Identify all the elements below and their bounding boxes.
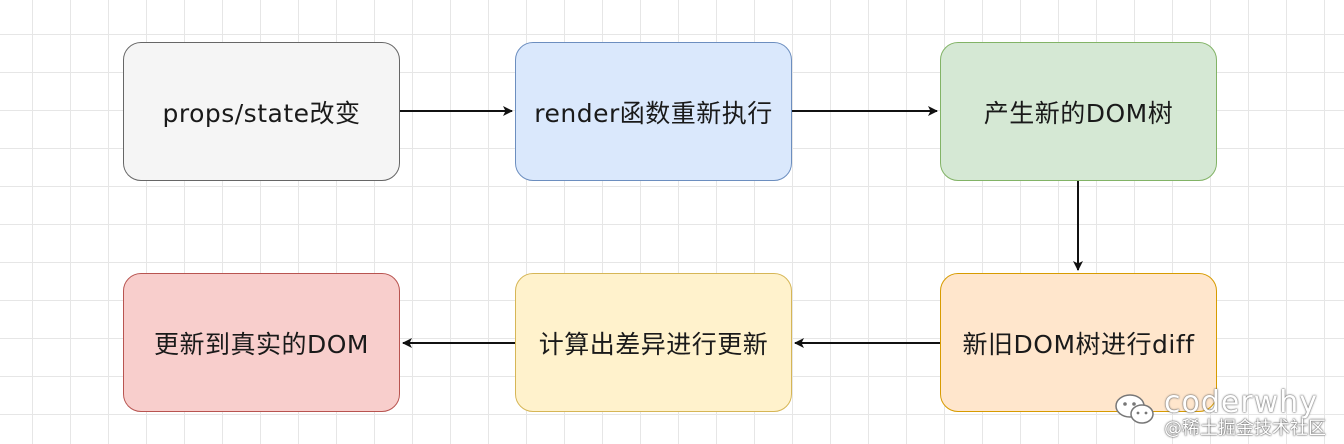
watermark-brand: coderwhy — [1164, 385, 1318, 420]
node-update-real-dom: 更新到真实的DOM — [123, 273, 400, 412]
node-label: props/state改变 — [162, 98, 361, 128]
watermark-site: @稀土掘金技术社区 — [1164, 418, 1326, 439]
wechat-icon — [1114, 392, 1156, 428]
node-dom-diff: 新旧DOM树进行diff — [940, 273, 1217, 412]
node-label: render函数重新执行 — [534, 98, 773, 128]
node-props-state-change: props/state改变 — [123, 42, 400, 181]
node-new-dom-tree: 产生新的DOM树 — [940, 42, 1217, 181]
watermark: coderwhy @稀土掘金技术社区 — [1114, 388, 1326, 438]
node-label: 新旧DOM树进行diff — [962, 329, 1195, 359]
node-label: 更新到真实的DOM — [154, 329, 369, 359]
node-label: 计算出差异进行更新 — [538, 329, 769, 359]
node-render-rerun: render函数重新执行 — [515, 42, 792, 181]
node-label: 产生新的DOM树 — [983, 98, 1174, 128]
node-compute-diff-update: 计算出差异进行更新 — [515, 273, 792, 412]
